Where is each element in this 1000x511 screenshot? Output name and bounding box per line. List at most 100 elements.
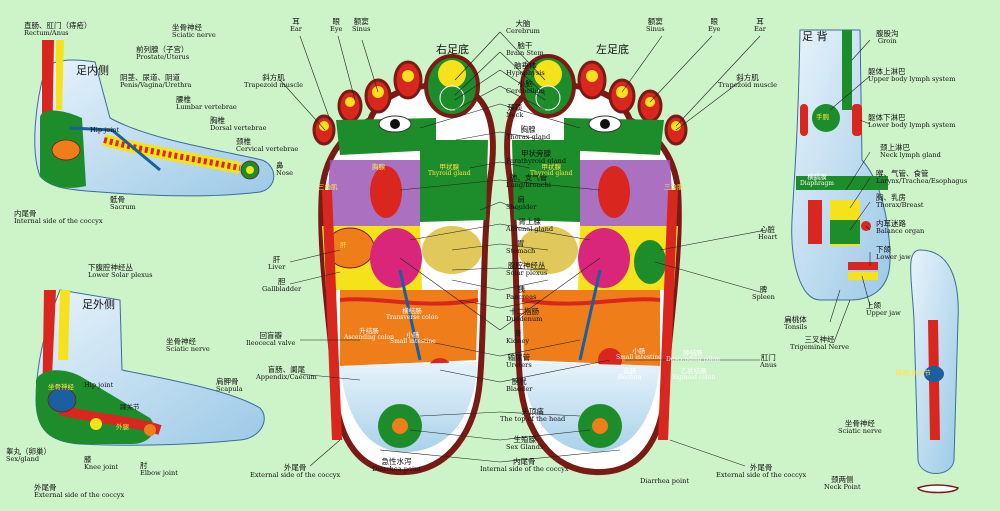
right-sole-title: 右足底 [436,43,469,56]
text-ankle-outer: 踝关节 [120,403,140,411]
left-sole-title: 左足底 [596,43,629,56]
leader-lines [279,31,871,467]
left-eye-zone [564,118,664,155]
foot-top-red-strip [808,200,822,244]
left-kidney [578,228,630,288]
left-spleen [634,240,666,284]
text-sanjiao-right: 三角肌 [318,183,338,191]
label-prostate: 前列腺（子宫）Prostate/Uterus [136,45,190,61]
label-rectum: 直肠、肛门（痔疮）Rectum/Anus [24,21,92,37]
outer-foot-diagram [35,289,265,446]
inner-urethra [69,126,161,172]
inner-foot-diagram [34,40,275,197]
left-colon-zone [522,290,660,366]
outer-elbow [144,424,156,436]
right-eye-zone [336,118,436,155]
inner-spine [102,134,242,174]
right-thyroid-zone [420,140,488,222]
right-kidney [370,228,422,288]
outer-hip [47,387,77,413]
right-ureter [398,269,422,361]
text-hand: 手腕 [816,113,829,121]
inner-uterus [51,139,81,161]
text-pelvis-outer: 坐骨神经 [48,383,74,391]
foot-top-red-left [800,104,808,136]
foot-top-title: 足 背 [802,30,828,43]
inner-sciatic-band [56,40,64,110]
left-thyroid-zone [512,140,580,222]
label-diarrhea-left: Diarrhea point [640,477,690,485]
foot-top-thorax [830,220,860,244]
outer-foot-title: 足外侧 [82,298,115,311]
text-sanjiao-left: 三角肌 [664,183,684,191]
foot-top-lower-jaw [848,262,878,270]
right-colon-zone [340,290,478,366]
inner-foot-title: 足内侧 [76,64,109,77]
foot-top-upper-jaw [848,272,878,280]
text-lymph-leg: 脚踝/肩关节 [896,369,931,377]
text-fu-right: 肝 [340,241,347,249]
foot-top-diaphragm [796,176,888,190]
leg-sciatic [924,366,944,382]
label-hip-outer: Hip joint [84,381,114,389]
foot-top-groin-band [842,30,852,110]
